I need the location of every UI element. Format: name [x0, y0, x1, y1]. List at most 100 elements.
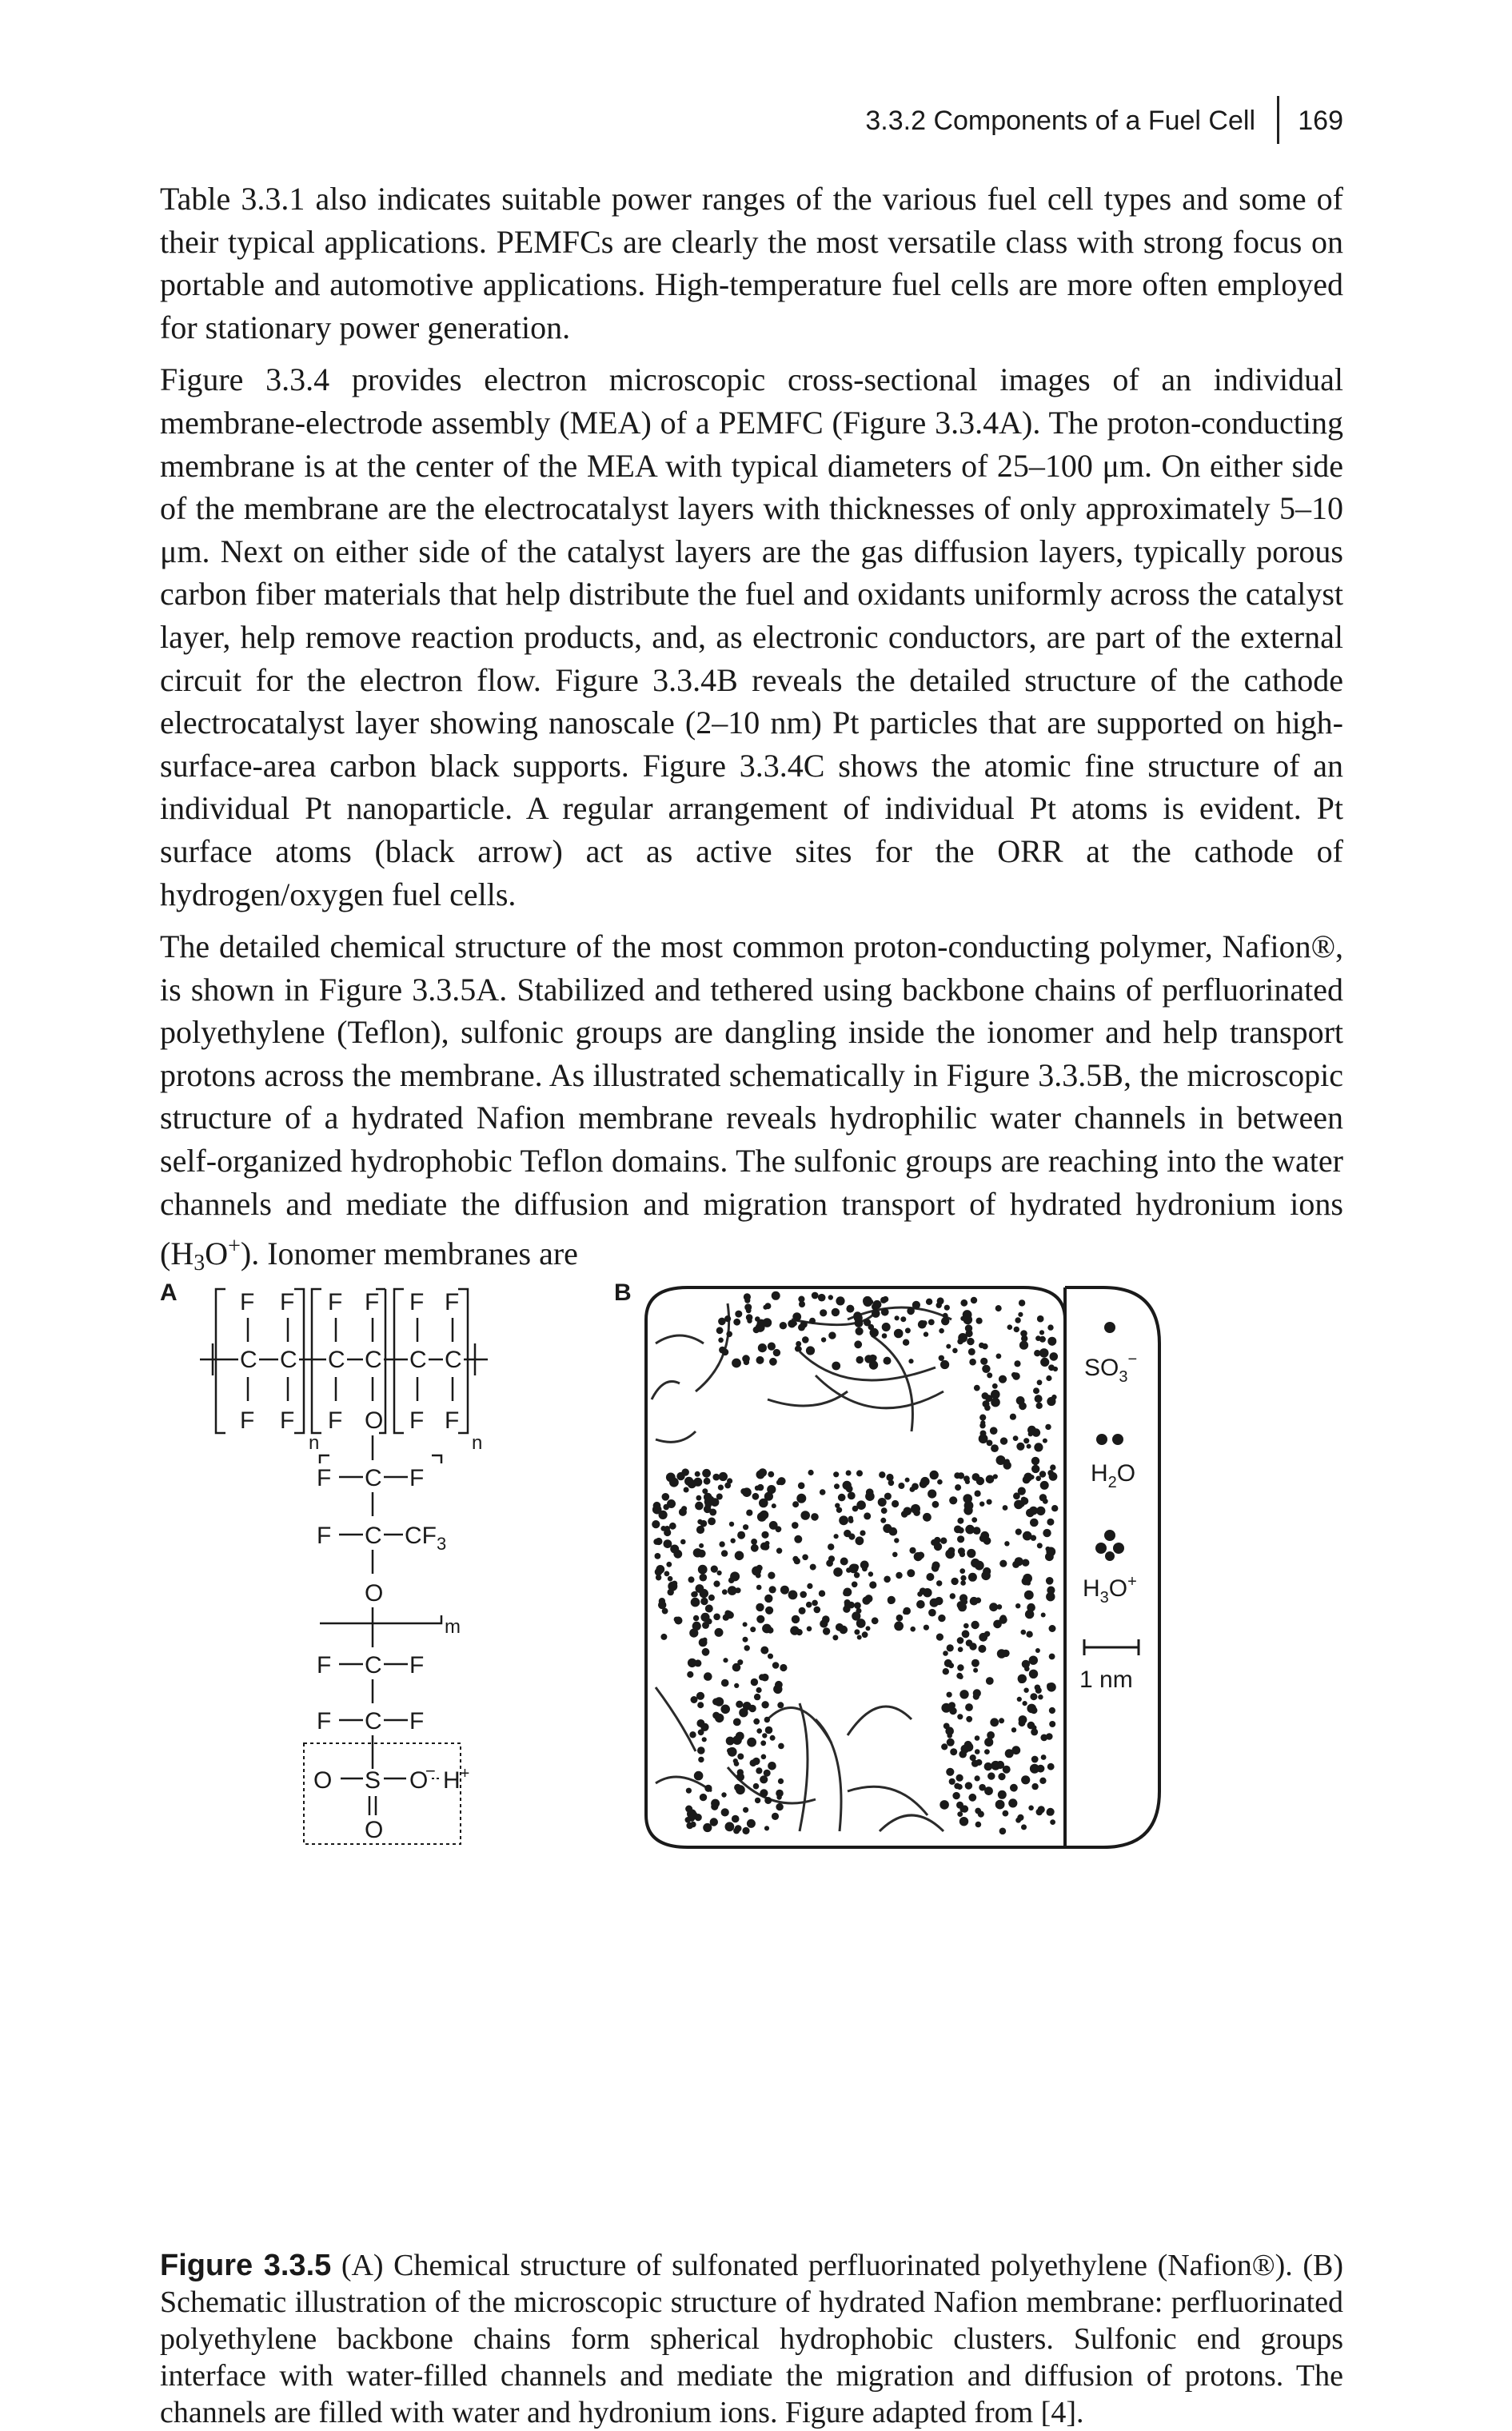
water-molecule-dot — [811, 1291, 819, 1299]
water-molecule-dot — [1039, 1471, 1047, 1478]
water-molecule-dot — [727, 1586, 737, 1595]
water-molecule-dot — [888, 1527, 898, 1536]
atom-c: C — [365, 1652, 382, 1679]
atom-o: O — [313, 1767, 332, 1794]
water-molecule-dot — [692, 1621, 701, 1631]
water-molecule-dot — [854, 1340, 863, 1349]
water-molecule-dot — [763, 1769, 771, 1777]
water-molecule-dot — [1004, 1749, 1014, 1758]
water-molecule-dot — [805, 1601, 812, 1608]
water-molecule-dot — [919, 1587, 927, 1595]
water-molecule-dot — [676, 1471, 685, 1481]
water-molecule-dot — [699, 1573, 708, 1582]
water-molecule-dot — [780, 1663, 788, 1672]
water-molecule-dot — [877, 1498, 887, 1507]
charge-minus: − — [425, 1761, 436, 1781]
water-molecule-dot — [940, 1537, 947, 1544]
water-molecule-dot — [872, 1355, 877, 1361]
legend-h3o-subscript: 3 — [1100, 1589, 1109, 1607]
water-molecule-dot — [724, 1315, 732, 1323]
water-molecule-dot — [1034, 1443, 1043, 1452]
water-molecule-dot — [689, 1731, 696, 1738]
water-molecule-dot — [1039, 1777, 1047, 1784]
water-molecule-dot — [984, 1404, 991, 1411]
water-molecule-dot — [685, 1787, 692, 1794]
water-molecule-dot — [1048, 1653, 1055, 1660]
hydrated-nafion-schematic: B — [614, 1279, 1161, 1849]
water-molecule-dot — [978, 1434, 988, 1444]
atom-f: F — [280, 1289, 294, 1315]
water-molecule-dot — [819, 1489, 826, 1495]
panel-b-label: B — [614, 1279, 632, 1306]
water-molecule-dot — [1045, 1546, 1051, 1552]
water-molecule-dot — [726, 1331, 732, 1338]
water-molecule-dot — [959, 1568, 966, 1574]
water-molecule-dot — [794, 1535, 803, 1543]
water-molecule-dot — [913, 1509, 920, 1516]
water-molecule-dot — [702, 1637, 708, 1643]
nafion-structure-diagram: A F F F F F — [160, 1279, 488, 1845]
water-molecule-dot — [967, 1548, 976, 1559]
water-molecule-dot — [708, 1517, 716, 1526]
water-molecule-dot — [773, 1684, 783, 1694]
water-molecule-dot — [776, 1547, 783, 1554]
atom-f: F — [445, 1407, 459, 1434]
water-molecule-dot — [734, 1551, 744, 1561]
water-molecule-dot — [852, 1505, 859, 1512]
legend-so3-subscript: 3 — [1119, 1368, 1127, 1386]
water-molecule-dot — [697, 1564, 708, 1575]
water-molecule-dot — [986, 1499, 992, 1505]
water-molecule-dot — [923, 1512, 932, 1522]
water-molecule-dot — [688, 1576, 695, 1583]
water-molecule-dot — [721, 1792, 727, 1798]
water-molecule-dot — [678, 1507, 687, 1516]
water-molecule-dot — [908, 1359, 914, 1364]
water-molecule-dot — [1022, 1701, 1027, 1706]
water-molecule-dot — [851, 1581, 858, 1588]
water-molecule-dot — [1049, 1352, 1059, 1361]
water-molecule-dot — [828, 1543, 835, 1551]
water-molecule-dot — [888, 1479, 895, 1487]
water-molecule-dot — [1021, 1775, 1031, 1785]
water-molecule-dot — [982, 1364, 991, 1373]
water-molecule-dot — [942, 1668, 949, 1675]
water-molecule-dot — [1002, 1765, 1011, 1774]
water-channel-molecules — [652, 1291, 1059, 1835]
running-header: 3.3.2 Components of a Fuel Cell 169 — [160, 96, 1343, 144]
water-molecule-dot — [1026, 1631, 1033, 1638]
water-molecule-dot — [797, 1482, 805, 1490]
water-molecule-dot — [777, 1702, 784, 1709]
water-molecule-dot — [1035, 1475, 1041, 1482]
water-molecule-dot — [831, 1307, 840, 1317]
water-molecule-dot — [756, 1584, 762, 1591]
water-molecule-dot — [993, 1619, 1002, 1629]
water-molecule-dot — [762, 1318, 772, 1327]
atom-f: F — [240, 1289, 254, 1315]
water-molecule-dot — [862, 1566, 868, 1572]
water-molecule-dot — [965, 1524, 975, 1535]
water-molecule-dot — [1050, 1464, 1056, 1471]
water-molecule-dot — [742, 1702, 752, 1710]
water-molecule-dot — [652, 1520, 660, 1529]
water-molecule-dot — [1034, 1684, 1041, 1691]
water-molecule-dot — [1045, 1423, 1051, 1431]
water-molecule-dot — [767, 1485, 776, 1495]
atom-c: C — [328, 1347, 345, 1373]
water-molecule-dot — [1046, 1807, 1055, 1816]
atom-h: H+ — [443, 1765, 469, 1794]
water-molecule-dot — [854, 1629, 860, 1635]
water-molecule-dot — [971, 1659, 979, 1667]
water-molecule-dot — [696, 1495, 702, 1501]
water-molecule-dot — [660, 1633, 668, 1640]
water-molecule-dot — [1034, 1395, 1043, 1403]
water-molecule-dot — [730, 1538, 736, 1543]
water-molecule-dot — [960, 1580, 966, 1586]
water-molecule-dot — [974, 1749, 980, 1754]
water-molecule-dot — [952, 1791, 960, 1800]
atom-f: F — [317, 1652, 331, 1679]
water-molecule-dot — [749, 1759, 757, 1767]
water-molecule-dot — [883, 1323, 891, 1331]
water-molecule-dot — [658, 1510, 668, 1519]
water-molecule-dot — [938, 1355, 944, 1361]
atom-c: C — [365, 1708, 382, 1734]
